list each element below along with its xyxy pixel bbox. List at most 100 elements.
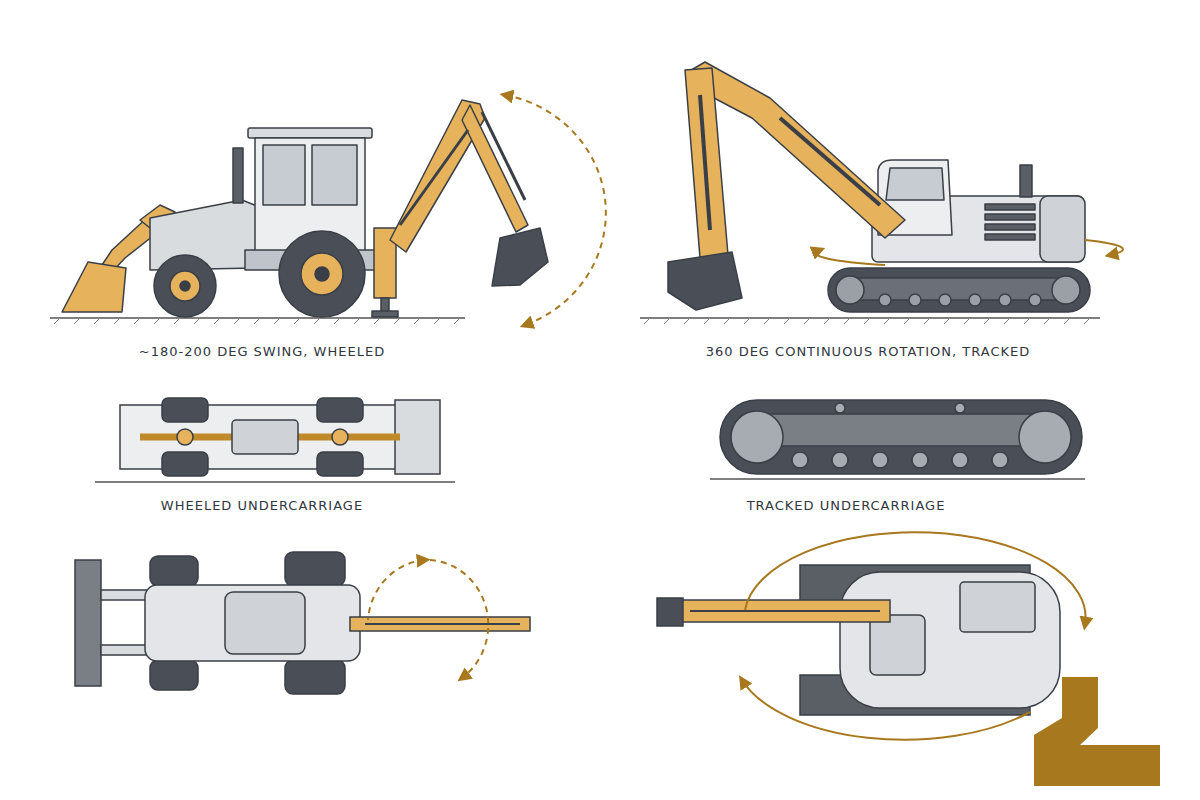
tracked-undercarriage-part-part — [835, 403, 845, 413]
backhoe-top-part — [350, 617, 530, 631]
backhoe-top-part-part — [285, 660, 345, 694]
backhoe-side-part — [505, 95, 606, 325]
excavator-side-part-part — [939, 294, 951, 306]
tracked-undercarriage-part-part — [1019, 411, 1071, 463]
backhoe-side-part — [312, 145, 357, 205]
caption-label: TRACKED UNDERCARRIAGE — [747, 498, 946, 514]
excavator-side-part — [780, 118, 880, 205]
backhoe-side — [50, 95, 606, 325]
backhoe-side-part — [154, 255, 216, 317]
tracked-undercarriage-part-part — [952, 452, 968, 468]
excavator-side-part — [836, 276, 1080, 306]
excavator-side-part — [1085, 240, 1123, 255]
backhoe-side-part — [400, 130, 468, 225]
ground-hatch-part — [644, 318, 1090, 324]
excavator-top-part — [742, 680, 1030, 740]
excavator-side-part — [816, 250, 885, 265]
wheeled-undercarriage-part — [232, 420, 298, 454]
excavator-side-part — [668, 252, 742, 310]
excavator-top-part — [745, 532, 1086, 625]
backhoe-side-part — [279, 231, 365, 317]
backhoe-side-part — [482, 112, 525, 200]
tracked-undercarriage-part-part — [955, 403, 965, 413]
excavator-top-part — [840, 572, 1060, 708]
wheeled-undercarriage — [95, 398, 455, 482]
ground-hatch — [54, 318, 460, 324]
excavator-side-part-part — [985, 224, 1035, 230]
excavator-side-part-part — [1029, 294, 1041, 306]
caption-label: ~180-200 DEG SWING, WHEELED — [139, 344, 385, 360]
excavator-top-part — [657, 598, 683, 626]
ground-hatch-part — [54, 318, 460, 324]
excavator-side-part-part — [985, 204, 1035, 210]
backhoe-top-part — [365, 623, 520, 625]
wheeled-undercarriage-part-part — [332, 429, 348, 445]
caption-label: 360 DEG CONTINUOUS ROTATION, TRACKED — [706, 344, 1031, 360]
backhoe-top-part-part — [285, 552, 345, 586]
backhoe-top-part-part — [150, 556, 198, 586]
wheeled-undercarriage-part — [162, 398, 363, 476]
wheeled-undercarriage-part-part — [317, 398, 363, 422]
tracked-undercarriage-part-part — [912, 452, 928, 468]
wheeled-undercarriage-part-part — [162, 398, 208, 422]
backhoe-top-part — [75, 560, 101, 686]
logo-mark-part — [1034, 677, 1160, 786]
backhoe-side-part — [180, 281, 190, 291]
backhoe-side-part — [372, 311, 398, 317]
backhoe-side-part — [233, 148, 243, 203]
excavator-side-part-part — [985, 214, 1035, 220]
excavator-side-part — [685, 68, 728, 258]
excavator-side-part-part — [1052, 276, 1080, 304]
excavator-side-part-part — [969, 294, 981, 306]
excavator-side-part — [985, 204, 1035, 240]
caption-label: WHEELED UNDERCARRIAGE — [161, 498, 363, 514]
backhoe-top-part — [225, 592, 305, 654]
excavator-top — [657, 532, 1086, 740]
tracked-undercarriage-part-part — [872, 452, 888, 468]
backhoe-side-part — [301, 253, 343, 295]
wheeled-undercarriage-part-part — [177, 429, 193, 445]
excavator-top-part — [960, 582, 1035, 632]
backhoe-side-part — [462, 105, 528, 232]
tracked-undercarriage-part — [760, 414, 1040, 446]
backhoe-side-part — [50, 317, 465, 319]
tracked-undercarriage-part-part — [832, 452, 848, 468]
wheeled-undercarriage-part-part — [317, 452, 363, 476]
backhoe-top — [75, 552, 530, 694]
excavator-side-part-part — [985, 234, 1035, 240]
tracked-undercarriage-part — [710, 478, 1085, 480]
backhoe-side-part — [263, 145, 305, 205]
backhoe-side-part — [492, 228, 548, 286]
tracked-undercarriage-part-part — [792, 452, 808, 468]
excavator-side-part-part — [836, 276, 864, 304]
backhoe-top-part — [368, 560, 425, 620]
tracked-undercarriage — [710, 400, 1085, 479]
backhoe-side-part — [170, 271, 200, 301]
excavator-top-part — [870, 615, 925, 675]
excavator-side-part — [1040, 196, 1085, 262]
wheeled-undercarriage-part — [395, 400, 440, 474]
tracked-undercarriage-part — [731, 403, 1071, 468]
backhoe-side-part — [315, 267, 329, 281]
excavator-side-part — [700, 95, 710, 230]
backhoe-top-part — [430, 560, 488, 678]
tracked-undercarriage-part-part — [731, 411, 783, 463]
excavator-side-part — [1020, 165, 1032, 197]
excavator-side-part — [886, 168, 944, 200]
ground-hatch — [644, 318, 1090, 324]
wheeled-undercarriage-part — [177, 429, 348, 445]
excavator-side — [640, 62, 1123, 324]
backhoe-side-part — [62, 262, 126, 312]
tracked-undercarriage-part-part — [992, 452, 1008, 468]
excavator-side-part-part — [879, 294, 891, 306]
backhoe-side-part — [381, 298, 389, 312]
backhoe-top-part — [145, 585, 360, 661]
excavator-top-part — [680, 600, 890, 622]
excavator-top-part — [690, 610, 880, 612]
backhoe-top-part-part — [150, 660, 198, 690]
logo-mark — [1034, 677, 1160, 786]
wheeled-undercarriage-part-part — [162, 452, 208, 476]
excavator-side-part — [828, 268, 1090, 312]
